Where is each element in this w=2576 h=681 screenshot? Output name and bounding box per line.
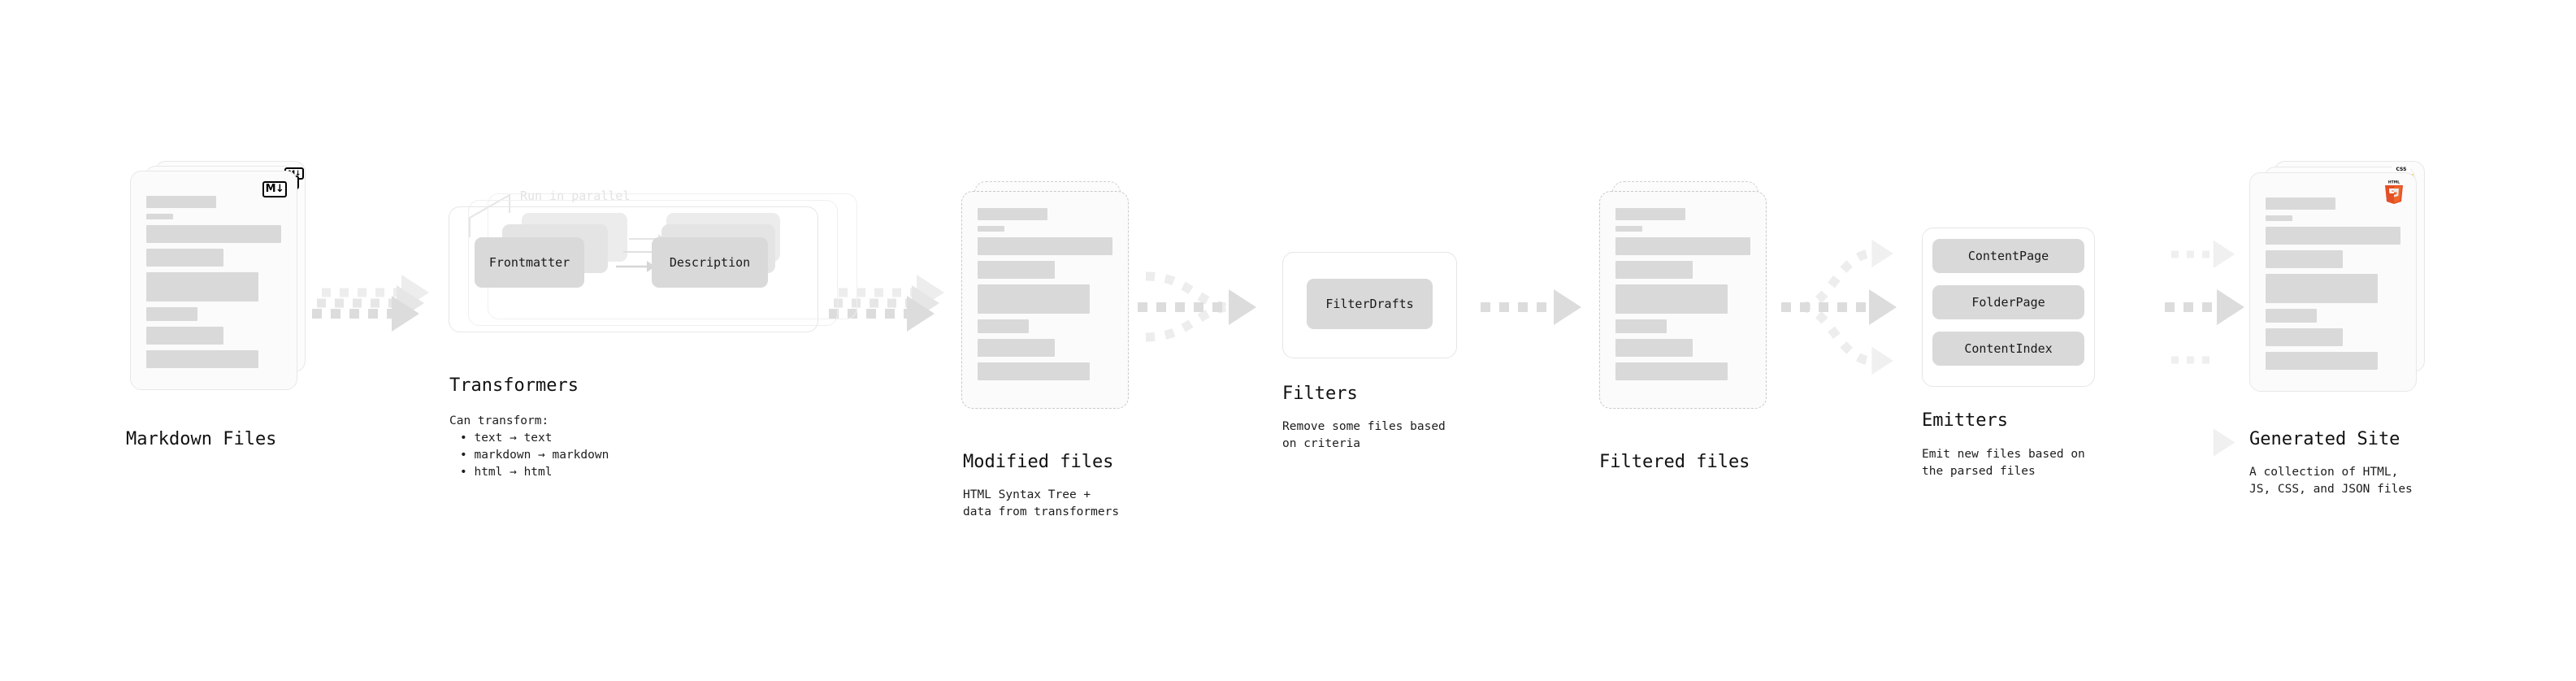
run-in-parallel-note: Run in parallel [520, 189, 631, 203]
arrow-filters-to-filtered [1481, 289, 1581, 325]
skeleton-bar [978, 284, 1090, 314]
skeleton-bar [978, 261, 1055, 279]
skeleton-bar [146, 225, 281, 243]
skeleton-bar [1615, 208, 1686, 220]
skeleton-bar [2266, 227, 2400, 245]
html5-badge: HTML [2385, 180, 2403, 204]
stage-title-generated-site: Generated Site [2249, 429, 2400, 449]
skeleton-bar [1615, 284, 1728, 314]
skeleton-bar [146, 196, 217, 208]
skeleton-bar [978, 319, 1030, 333]
filter-chip-filterdrafts[interactable]: FilterDrafts [1307, 279, 1433, 329]
emitter-chip-contentindex[interactable]: ContentIndex [1932, 332, 2084, 366]
document-skeleton [1615, 208, 1750, 386]
arrow-modified-to-filters [1138, 271, 1256, 342]
stage-subtitle-transformers: Can transform: [449, 414, 549, 427]
stage-subtitle-generated-site: A collection of HTML, JS, CSS, and JSON … [2249, 466, 2413, 496]
document-skeleton [2266, 197, 2400, 375]
site-file-card: HTML [2249, 172, 2417, 392]
stage-title-filtered-files: Filtered files [1599, 452, 1750, 472]
skeleton-bar [2266, 352, 2378, 370]
transformer-bullet: • markdown → markdown [460, 449, 609, 462]
skeleton-bar [146, 214, 174, 219]
skeleton-bar [146, 272, 258, 301]
markdown-badge: M↓ [262, 181, 287, 197]
skeleton-bar [978, 208, 1048, 220]
stage-subtitle-modified-files: HTML Syntax Tree + data from transformer… [963, 488, 1120, 518]
skeleton-bar [1615, 226, 1643, 232]
transformer-bullet: • html → html [460, 466, 553, 479]
markdown-file-card: M↓ [130, 171, 297, 390]
skeleton-bar [2266, 215, 2293, 221]
transformer-chip-description[interactable]: Description [652, 237, 768, 288]
stage-title-transformers: Transformers [449, 375, 579, 396]
skeleton-bar [2266, 250, 2343, 268]
skeleton-bar [146, 249, 223, 267]
transformer-bullets: • text → text • markdown → markdown • ht… [460, 430, 609, 481]
skeleton-bar [146, 327, 223, 345]
skeleton-bar [978, 362, 1090, 380]
skeleton-bar [978, 226, 1005, 232]
stage-title-emitters: Emitters [1922, 410, 2008, 431]
arrow-emitters-to-site [2165, 240, 2244, 457]
filtered-file-card [1599, 191, 1767, 409]
skeleton-bar [2266, 197, 2336, 210]
stage-subtitle-filters: Remove some files based on criteria [1282, 420, 1446, 450]
skeleton-bar [1615, 362, 1728, 380]
stage-subtitle-emitters: Emit new files based on the parsed files [1922, 448, 2085, 478]
arrow-markdown-to-transformers [312, 275, 429, 332]
skeleton-bar [978, 237, 1112, 255]
document-skeleton [978, 208, 1112, 386]
emitter-chip-folderpage[interactable]: FolderPage [1932, 285, 2084, 319]
svg-text:HTML: HTML [2388, 180, 2400, 185]
transformer-group-box [449, 206, 818, 332]
emitter-chip-contentpage[interactable]: ContentPage [1932, 239, 2084, 273]
skeleton-bar [1615, 339, 1693, 357]
skeleton-bar [978, 339, 1055, 357]
emitters-group-box [1922, 228, 2095, 387]
skeleton-bar [1615, 237, 1750, 255]
skeleton-bar [146, 307, 198, 321]
skeleton-bar [2266, 309, 2318, 323]
skeleton-bar [1615, 261, 1693, 279]
skeleton-bar [146, 350, 258, 368]
stage-title-filters: Filters [1282, 384, 1358, 404]
filters-group-box [1282, 252, 1457, 358]
skeleton-bar [2266, 274, 2378, 303]
stage-title-markdown-files: Markdown Files [126, 429, 277, 449]
modified-file-card [961, 191, 1129, 409]
document-skeleton [146, 196, 281, 374]
arrow-filtered-to-emitters [1781, 239, 1897, 375]
skeleton-bar [1615, 319, 1667, 333]
transformer-chip-frontmatter[interactable]: Frontmatter [475, 237, 584, 288]
transformer-bullet: • text → text [460, 432, 553, 445]
transformer-group-ghost-mid [468, 200, 838, 326]
stage-title-modified-files: Modified files [963, 452, 1114, 472]
skeleton-bar [2266, 328, 2343, 346]
